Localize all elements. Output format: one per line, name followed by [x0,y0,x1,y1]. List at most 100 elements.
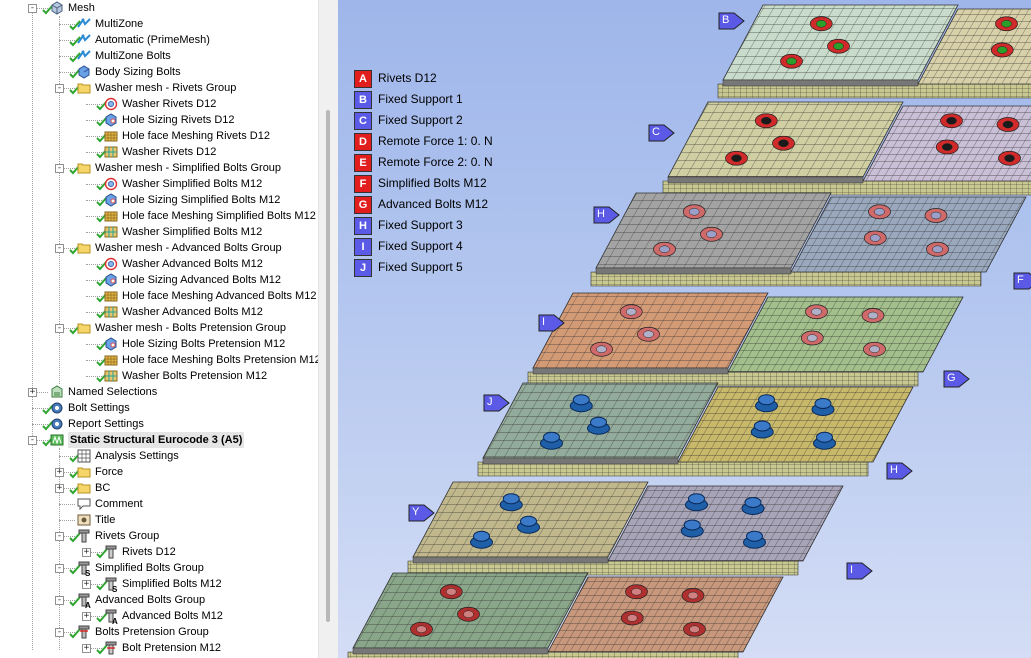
collapse-toggle[interactable]: - [28,435,37,445]
status-check-icon [69,627,81,639]
tree-item-hole-sizing-advanced-bolts-m12[interactable]: Hole Sizing Advanced Bolts M12 [0,272,318,288]
collapse-toggle[interactable]: - [55,243,64,253]
tree-item-badge: S [112,585,118,594]
bolt-pretension-icon [104,641,118,655]
tree-guide-line [59,448,60,650]
tree-item-multizone-bolts[interactable]: MultiZone Bolts [0,48,318,64]
expand-toggle[interactable]: + [82,547,91,557]
tree-item-rivets-group[interactable]: -Rivets Group [0,528,318,544]
named-selections-icon [50,385,64,399]
face-meshing-icon [104,353,118,367]
tree-guide-line [86,296,102,297]
bolt-group-icon [77,561,91,575]
tree-item-bolts-pretension-group[interactable]: -Bolts Pretension Group [0,624,318,640]
tree-item-report-settings[interactable]: Report Settings [0,416,318,432]
hole [874,208,885,216]
bolt-icon [104,545,118,559]
legend-badge: E [354,154,372,172]
tree-item-static-structural-eurocode-3-a5[interactable]: - Static Structural Eurocode 3 (A5) [0,432,318,448]
tree-guide-line [86,344,102,345]
tree-item-force[interactable]: +Force [0,464,318,480]
tree-item-comment[interactable]: Comment [0,496,318,512]
tree-scrollbar[interactable] [318,0,339,658]
tree-item-bc[interactable]: +BC [0,480,318,496]
tree-guide-line [86,136,102,137]
tree-item-bolt-settings[interactable]: Bolt Settings [0,400,318,416]
bolt-top [744,497,762,508]
tree-guide-line [86,104,102,105]
tree-guide-line [59,88,75,89]
bolt-icon [104,577,118,591]
expand-toggle[interactable]: + [82,611,91,621]
tree-item-named-selections[interactable]: +Named Selections [0,384,318,400]
tree-item-hole-sizing-bolts-pretension-m12[interactable]: Hole Sizing Bolts Pretension M12 [0,336,318,352]
tree-item-washer-advanced-bolts-m12[interactable]: Washer Advanced Bolts M12 [0,304,318,320]
tree-item-washer-simplified-bolts-m12[interactable]: Washer Simplified Bolts M12 [0,224,318,240]
expand-toggle[interactable]: + [55,467,64,477]
status-check-icon [96,179,108,191]
washer-icon [104,97,118,111]
tree-item-hole-sizing-rivets-d12[interactable]: Hole Sizing Rivets D12 [0,112,318,128]
collapse-toggle[interactable]: - [55,323,64,333]
tree-item-title[interactable]: Title [0,512,318,528]
tree-guide-line [86,616,102,617]
tree-item-analysis-settings[interactable]: Analysis Settings [0,448,318,464]
status-check-icon [69,595,81,607]
tree-item-washer-advanced-bolts-m12[interactable]: Washer Advanced Bolts M12 [0,256,318,272]
tree-item-washer-mesh-advanced-bolts-group[interactable]: -Washer mesh - Advanced Bolts Group [0,240,318,256]
tree-item-washer-simplified-bolts-m12[interactable]: Washer Simplified Bolts M12 [0,176,318,192]
support-tag: B [718,12,746,30]
tree-item-mesh[interactable]: -Mesh [0,0,318,16]
expand-toggle[interactable]: + [55,483,64,493]
legend-badge: I [354,238,372,256]
collapse-toggle[interactable]: - [55,83,64,93]
expand-toggle[interactable]: + [82,579,91,589]
bolt-top [688,493,705,505]
tree-item-hole-face-meshing-rivets-d12[interactable]: Hole face Meshing Rivets D12 [0,128,318,144]
collapse-toggle[interactable]: - [55,531,64,541]
tree-item-hole-face-meshing-bolts-pretension-m12[interactable]: Hole face Meshing Bolts Pretension M12 [0,352,318,368]
expand-toggle[interactable]: + [28,387,37,397]
mesh-scene[interactable] [338,0,1031,658]
tree-guide-line [86,312,102,313]
tree-item-washer-mesh-rivets-group[interactable]: -Washer mesh - Rivets Group [0,80,318,96]
collapse-toggle[interactable]: - [55,563,64,573]
tree-item-washer-mesh-simplified-bolts-group[interactable]: -Washer mesh - Simplified Bolts Group [0,160,318,176]
tree-item-hole-face-meshing-advanced-bolts-m12[interactable]: Hole face Meshing Advanced Bolts M12 [0,288,318,304]
tree-item-washer-bolts-pretension-m12[interactable]: Washer Bolts Pretension M12 [0,368,318,384]
bolt-top [502,493,520,505]
expand-toggle[interactable]: + [82,643,91,653]
hole [786,57,797,65]
tree-item-bolt-pretension-m12[interactable]: +Bolt Pretension M12 [0,640,318,656]
collapse-toggle[interactable]: - [55,595,64,605]
tree-guide-line [86,120,102,121]
tree-item-rivets-d12[interactable]: +Rivets D12 [0,544,318,560]
bolt-top [543,431,560,443]
tree-item-multizone[interactable]: MultiZone [0,16,318,32]
collapse-toggle[interactable]: - [28,3,37,13]
tree-item-washer-rivets-d12[interactable]: Washer Rivets D12 [0,96,318,112]
tree-item-washer-mesh-bolts-pretension-group[interactable]: -Washer mesh - Bolts Pretension Group [0,320,318,336]
scrollbar-thumb[interactable] [326,110,330,622]
bolt-group-icon [77,593,91,607]
status-check-icon [42,3,54,15]
collapse-toggle[interactable]: - [55,163,64,173]
tree-item-washer-rivets-d12[interactable]: Washer Rivets D12 [0,144,318,160]
tree-guide-line [59,488,75,489]
tree-item-hole-sizing-simplified-bolts-m12[interactable]: Hole Sizing Simplified Bolts M12 [0,192,318,208]
tree-item-body-sizing-bolts[interactable]: Body Sizing Bolts [0,64,318,80]
washer-icon [104,177,118,191]
tree-item-hole-face-meshing-simplified-bolts-m12[interactable]: Hole face Meshing Simplified Bolts M12 [0,208,318,224]
tree-item-label: Static Structural Eurocode 3 (A5) [68,432,245,448]
tree-guide-line [32,8,33,650]
hole [626,308,637,316]
collapse-toggle[interactable]: - [55,627,64,637]
tree-guide-line [59,536,75,537]
tree-item-automatic-primemesh[interactable]: Automatic (PrimeMesh) [0,32,318,48]
